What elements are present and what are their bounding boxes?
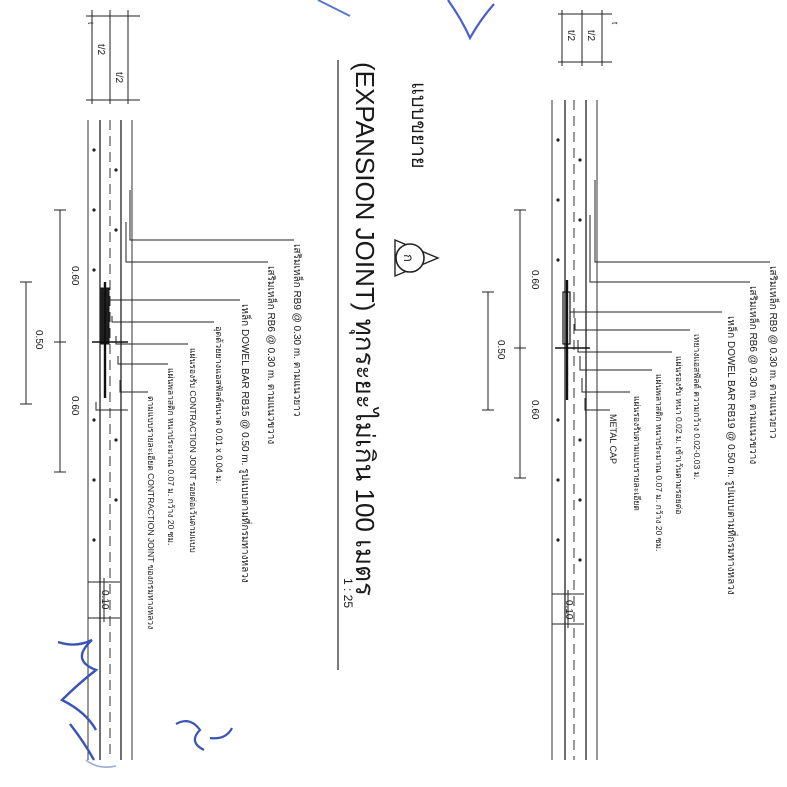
upper-callout-3: เหล็ก DOWEL BAR RB19 @ 0.50 m. รูปแบบตาม… xyxy=(725,316,739,595)
upper-thickness-dims: t/2 t/2 xyxy=(558,10,612,66)
lower-dim-sealant: 0.10 xyxy=(99,590,110,610)
lower-dim-left: 0.60 xyxy=(69,266,80,286)
signature-faint-right xyxy=(85,759,117,768)
signature-lower-left xyxy=(57,638,99,761)
mark-t-top: t xyxy=(610,22,619,25)
upper-rebar-dots xyxy=(556,138,582,562)
lower-leaders xyxy=(95,190,294,411)
upper-metal-cap: METAL CAP xyxy=(608,414,618,464)
upper-callout-6: แผ่นพลาสติก หนาประมาณ 0.07 ม. กว้าง 20 ซ… xyxy=(654,374,664,551)
lower-detail: t t/2 t/2 xyxy=(20,10,305,760)
lower-dim-gap: 0.50 xyxy=(33,330,44,350)
upper-sealant-dim: 0.10 xyxy=(552,590,584,628)
lower-callout-6: แผ่นพลาสติก หนาประมาณ 0.07 ม. กว้าง 20 ซ… xyxy=(166,368,176,545)
lower-callout-1: เสริมเหล็ก RB9 @ 0.30 m. ตามแนวยาว xyxy=(291,244,305,416)
upper-dim-right: 0.60 xyxy=(529,400,540,420)
section-marker: ก xyxy=(394,238,440,278)
lower-dim-thickness: t xyxy=(86,22,95,25)
upper-callout-2: เสริมเหล็ก RB6 @ 0.30 m. ตามแนวขวาง xyxy=(747,286,761,464)
upper-dim-gap: 0.50 xyxy=(495,340,506,360)
lower-dim-half-a: t/2 xyxy=(95,44,106,56)
lower-dim-half-b: t/2 xyxy=(113,72,124,84)
upper-detail: t/2 t/2 xyxy=(482,10,781,760)
title-scale: 1 : 25 xyxy=(341,578,355,608)
upper-leaders xyxy=(569,180,770,411)
lower-dim-right: 0.60 xyxy=(69,396,80,416)
upper-dim-sealant: 0.10 xyxy=(563,600,574,620)
pen-stroke-top-center xyxy=(447,0,495,41)
lower-callout-3: เหล็ก DOWEL BAR RB15 @ 0.50 m. รูปแบบตาม… xyxy=(239,304,253,583)
lower-thickness-dims: t t/2 t/2 xyxy=(86,10,140,104)
upper-dim-left: 0.60 xyxy=(529,270,540,290)
lower-callout-7: ตามแบบรายละเอียด CONTRACTION JOINT ของกร… xyxy=(146,396,156,629)
lower-callouts: เสริมเหล็ก RB9 @ 0.30 m. ตามแนวยาว เสริม… xyxy=(146,244,305,629)
upper-callout-7: แผ่นรองรับตามแบบรายละเอียด xyxy=(632,396,642,511)
upper-length-dims: 0.60 0.60 0.50 xyxy=(482,209,540,479)
lower-callout-2: เสริมเหล็ก RB6 @ 0.30 m. ตามแนวขวาง xyxy=(265,266,279,444)
title-thai-heading: แบบขยาย xyxy=(407,82,429,169)
signature-lower-right xyxy=(175,719,233,751)
upper-dim-half-b: t/2 xyxy=(585,30,596,42)
lower-callout-4: อุดด้วยยางแอสฟัลต์ขนาด 0.01 x 0.04 ม. xyxy=(213,326,225,484)
upper-callouts: เสริมเหล็ก RB9 @ 0.30 m. ตามแนวยาว เสริม… xyxy=(608,266,781,595)
lower-rebar-dots xyxy=(92,148,118,542)
lower-length-dims: 0.60 0.60 0.50 xyxy=(20,209,80,473)
upper-callout-1: เสริมเหล็ก RB9 @ 0.30 m. ตามแนวยาว xyxy=(767,266,781,438)
lower-sealant-dim: 0.10 xyxy=(88,578,120,622)
upper-dim-half-a: t/2 xyxy=(565,30,576,42)
title-block: แบบขยาย (EXPANSION JOINT) ทุกระยะไม่เกิน… xyxy=(337,60,440,670)
upper-callout-5: แผ่นรองรับ หนา 0.02 ม. เข้าเว้นตามรอยต่อ xyxy=(674,356,684,514)
upper-callout-4: เทยางแอสฟัลต์ ความกว้าง 0.02-0.03 ม. xyxy=(692,334,702,480)
title-main: (EXPANSION JOINT) ทุกระยะไม่เกิน 100 เมต… xyxy=(349,62,380,596)
lower-callout-5: แผ่นรองรับ CONTRACTION JOINT รอยต่อเว้นต… xyxy=(188,348,198,553)
pen-stroke-top-left xyxy=(317,0,351,17)
marker-letter: ก xyxy=(401,254,416,262)
